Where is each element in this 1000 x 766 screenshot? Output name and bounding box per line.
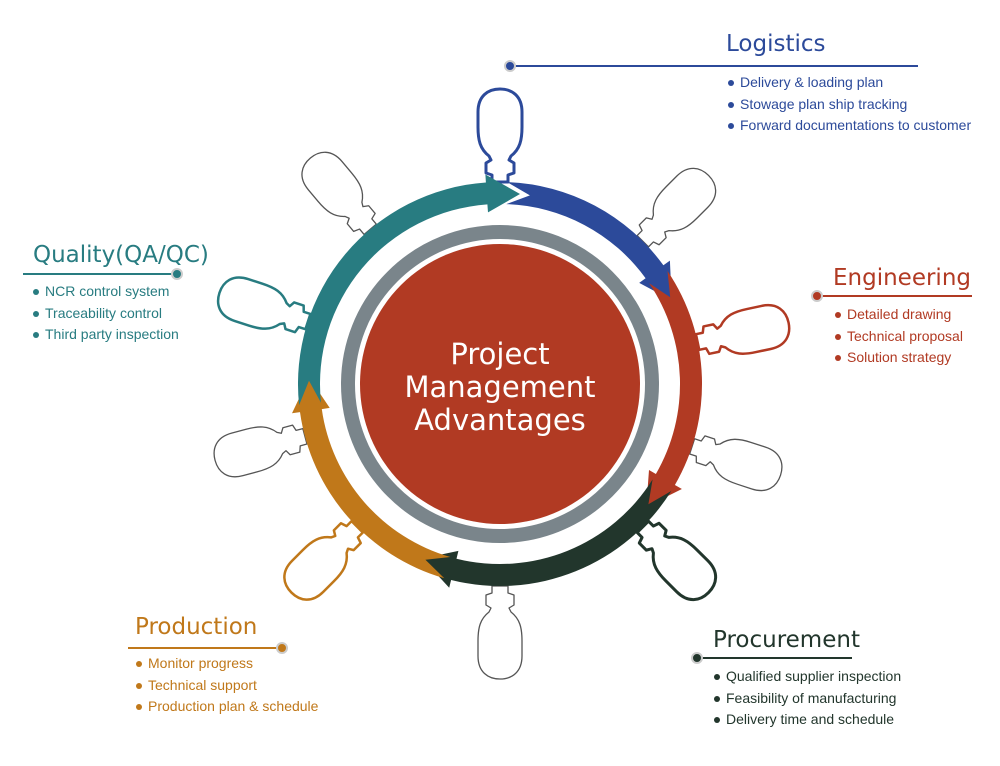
title-connectors — [23, 60, 972, 664]
logistics-title: Logistics — [726, 31, 826, 57]
center-title-line-1: Project — [450, 337, 550, 371]
production-list: Monitor progress Technical support Produ… — [136, 653, 318, 718]
production-connector-dot — [276, 642, 288, 654]
logistics-list: Delivery & loading plan Stowage plan shi… — [728, 72, 971, 137]
quality-title: Quality(QA/QC) — [33, 242, 209, 268]
engineering-connector-dot — [811, 290, 823, 302]
engineering-title: Engineering — [833, 265, 971, 291]
list-item: Technical proposal — [835, 326, 971, 348]
center-title: Project Management Advantages — [372, 338, 628, 437]
wheel-handle-icon — [691, 299, 795, 365]
production-title: Production — [135, 614, 258, 640]
wheel-handle-icon — [476, 87, 524, 184]
wheel-handle-icon — [211, 270, 316, 344]
quality-list: NCR control system Traceability control … — [33, 281, 209, 346]
list-item: Stowage plan ship tracking — [728, 94, 971, 116]
ring-segment-production — [292, 377, 451, 579]
procurement-list: Qualified supplier inspection Feasibilit… — [714, 666, 901, 731]
list-item: Qualified supplier inspection — [714, 666, 901, 688]
center-title-line-3: Advantages — [414, 403, 586, 437]
production-section: Production Monitor progress Technical su… — [135, 613, 318, 718]
list-item: Delivery time and schedule — [714, 709, 901, 731]
outer-ring-segments — [292, 174, 703, 588]
list-item: Monitor progress — [136, 653, 318, 675]
quality-connector-dot — [171, 268, 183, 280]
list-item: Detailed drawing — [835, 304, 971, 326]
ring-segment-procurement — [422, 479, 672, 588]
ring-segment-quality — [297, 174, 520, 406]
procurement-section: Procurement Qualified supplier inspectio… — [713, 626, 901, 731]
list-item: NCR control system — [33, 281, 209, 303]
engineering-section: Engineering Detailed drawing Technical p… — [833, 264, 971, 369]
procurement-connector-dot — [691, 652, 703, 664]
list-item: Technical support — [136, 675, 318, 697]
procurement-title: Procurement — [713, 627, 860, 653]
wheel-handle-icon — [477, 585, 523, 680]
ring-segment-engineering — [646, 271, 703, 507]
inner-grey-ring — [341, 225, 659, 543]
list-item: Production plan & schedule — [136, 696, 318, 718]
list-item: Forward documentations to customer — [728, 115, 971, 137]
list-item: Delivery & loading plan — [728, 72, 971, 94]
list-item: Solution strategy — [835, 347, 971, 369]
wheel-handle-icon — [684, 424, 788, 497]
logistics-section: Logistics Delivery & loading plan Stowag… — [726, 30, 971, 137]
center-circle — [360, 244, 640, 524]
quality-section: Quality(QA/QC) NCR control system Tracea… — [33, 241, 209, 346]
list-item: Feasibility of manufacturing — [714, 688, 901, 710]
center-title-line-2: Management — [404, 370, 596, 404]
wheel-handle-icon — [208, 414, 312, 483]
list-item: Third party inspection — [33, 324, 209, 346]
engineering-list: Detailed drawing Technical proposal Solu… — [835, 304, 971, 369]
list-item: Traceability control — [33, 303, 209, 325]
logistics-connector-dot — [504, 60, 516, 72]
